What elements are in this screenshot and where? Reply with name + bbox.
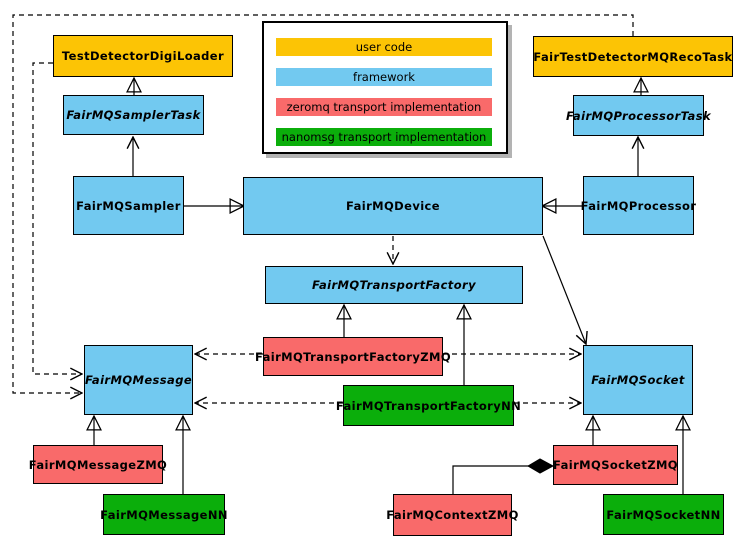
class-box-fairmq-message-zmq: FairMQMessageZMQ <box>29 445 167 484</box>
legend: user code framework zeromq transport imp… <box>262 21 508 154</box>
edge-recotask-to-message-dependency <box>12 14 634 393</box>
composition-diamond <box>527 458 555 474</box>
class-box-fairmq-transport-factory-nn: FairMQTransportFactoryNN <box>336 385 521 426</box>
edge-contextzmq-to-socketzmq-composition <box>452 465 529 495</box>
class-box-fairmq-sampler-task: FairMQSamplerTask <box>63 95 204 135</box>
class-box-fairmq-message: FairMQMessage <box>84 345 193 415</box>
class-box-fairmq-device: FairMQDevice <box>243 177 543 235</box>
legend-item-framework: framework <box>276 68 492 86</box>
class-box-fairmq-processor: FairMQProcessor <box>581 176 696 235</box>
edge-digiloader-to-message-dependency <box>32 62 82 374</box>
class-box-fairmq-socket-nn: FairMQSocketNN <box>603 494 724 535</box>
class-box-fairmq-sampler: FairMQSampler <box>73 176 184 235</box>
class-box-fairmq-socket: FairMQSocket <box>583 345 693 415</box>
legend-item-user-code: user code <box>276 38 492 56</box>
class-box-fairmq-transport-factory: FairMQTransportFactory <box>265 266 523 304</box>
class-box-fairmq-transport-factory-zmq: FairMQTransportFactoryZMQ <box>255 337 451 376</box>
class-box-fairmq-context-zmq: FairMQContextZMQ <box>386 494 518 536</box>
legend-item-nanomsg: nanomsg transport implementation <box>276 128 492 146</box>
class-box-fairmq-processor-task: FairMQProcessorTask <box>566 95 711 136</box>
legend-item-zeromq: zeromq transport implementation <box>276 98 492 116</box>
class-box-fairmq-message-nn: FairMQMessageNN <box>100 494 227 535</box>
class-box-fair-test-detector-mq-reco-task: FairTestDetectorMQRecoTask <box>533 36 733 77</box>
class-box-fairmq-socket-zmq: FairMQSocketZMQ <box>553 445 678 485</box>
class-box-test-detector-digi-loader: TestDetectorDigiLoader <box>53 35 233 77</box>
edge-device-to-socket-arrow <box>542 235 586 344</box>
